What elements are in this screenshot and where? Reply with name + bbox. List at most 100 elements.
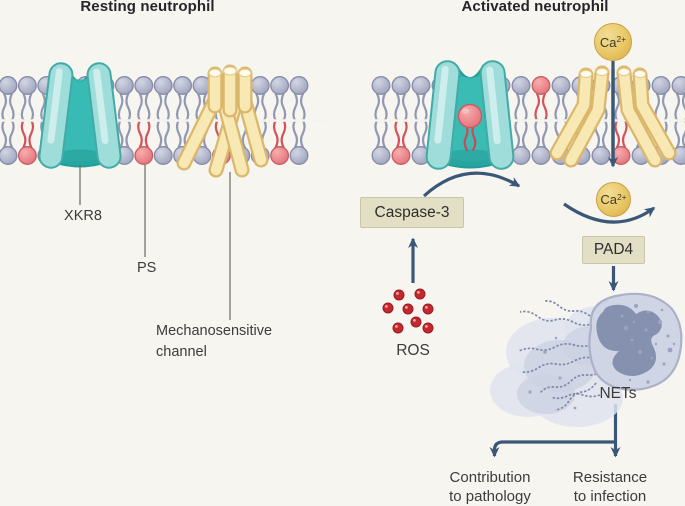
lipid-tail: [125, 118, 132, 149]
caspase-activation-arrow: [422, 171, 521, 198]
lipid-head: [250, 76, 270, 95]
ros-label: ROS: [396, 342, 430, 359]
lipid-tail: [374, 92, 381, 123]
granule-dot: [630, 338, 634, 342]
ros-molecules: [382, 288, 434, 334]
mechanosensitive-channel-open: [549, 65, 677, 168]
ps-lipid-tail: [401, 118, 408, 149]
granule-dot: [573, 406, 577, 410]
ps-lipid-head: [270, 146, 290, 165]
ros-dot: [422, 303, 434, 315]
ps-label: PS: [137, 260, 157, 276]
lipid-tail: [414, 92, 421, 123]
resistance-label: Resistance to infection: [548, 468, 672, 506]
contribution-line1: Contribution: [449, 469, 531, 486]
lipid-tail: [164, 118, 170, 149]
lipid-tail: [28, 92, 35, 123]
lipid-tail: [414, 118, 421, 149]
lipid-tail: [534, 118, 541, 149]
granule-dot: [543, 350, 547, 354]
granule-dot: [657, 319, 663, 325]
lipid-tail: [183, 118, 190, 149]
lipid-tail: [175, 118, 182, 149]
granule-dot: [646, 380, 650, 384]
lipid-tail: [521, 92, 528, 123]
nets-to-contribution-arrow: [489, 440, 616, 458]
lipid-tail: [8, 118, 15, 149]
lipid-tail: [292, 92, 299, 123]
granule-dot: [632, 320, 636, 324]
lipid-head: [153, 146, 173, 165]
ps-lipid-tail: [621, 118, 628, 149]
xkr8-label: XKR8: [64, 208, 102, 224]
lipid-head: [531, 146, 551, 165]
ps-lipid-tail: [534, 92, 541, 123]
pad4-box: PAD4: [582, 236, 645, 264]
lipid-head: [371, 76, 391, 95]
lipid-tail: [674, 92, 681, 123]
lipid-head: [114, 76, 134, 95]
lipid-head: [173, 76, 193, 95]
lipid-tail: [561, 92, 568, 123]
pad4-box-label: PAD4: [593, 241, 634, 258]
ros-dot: [392, 322, 404, 334]
lipid-tail: [1, 118, 8, 149]
lipid-head: [0, 146, 18, 165]
ros-dot: [422, 322, 434, 334]
net-cloud: [490, 306, 632, 427]
lipid-tail: [514, 118, 521, 149]
lipid-tail: [144, 92, 151, 123]
granule-dot: [660, 308, 664, 312]
granule-dot: [666, 334, 670, 338]
lipid-tail: [261, 92, 267, 123]
xkr8-channel-open: [425, 60, 515, 170]
lipid-tail: [601, 118, 608, 149]
granules: [528, 304, 676, 410]
lipid-head: [391, 76, 411, 95]
ps-lipid-tail: [394, 118, 401, 149]
caspase3-box: Caspase-3: [360, 197, 464, 228]
ps-lipid-head: [531, 76, 551, 95]
lipid-head: [270, 76, 290, 95]
granule-dot: [528, 390, 532, 394]
granule-dot: [634, 304, 638, 308]
caspase3-box-label: Caspase-3: [374, 203, 450, 221]
lipid-tail: [394, 92, 401, 123]
ros-dot: [410, 316, 422, 328]
lipid-tail: [421, 92, 428, 123]
lipid-tail: [20, 92, 27, 123]
mechanosensitive-channel-closed: [176, 64, 269, 178]
lipid-head: [0, 76, 18, 95]
ros-dot: [382, 302, 394, 314]
lipid-tail: [401, 92, 408, 123]
lipid-head: [511, 76, 531, 95]
calcium-to-pad4-arrow: [563, 202, 656, 224]
lipid-head: [671, 76, 685, 95]
granule-dot: [554, 336, 558, 340]
lipid-head: [411, 76, 431, 95]
right-panel-title: Activated neutrophil: [461, 0, 609, 15]
lipid-tail: [421, 118, 428, 149]
mechanosensitive-channel-label: Mechanosensitive channel: [156, 323, 273, 360]
lipid-tail: [280, 92, 287, 123]
lipid-tail: [40, 92, 46, 123]
lipid-head: [289, 76, 309, 95]
neutrophil-nucleus: [596, 304, 662, 376]
granule-dot: [644, 328, 648, 332]
lipid-tail: [381, 118, 388, 149]
lipid-tail: [137, 92, 143, 123]
lipid-tail: [514, 92, 521, 123]
lipid-tail: [661, 92, 668, 123]
lipid-tail: [195, 92, 202, 123]
ps-lipid-tail: [541, 92, 548, 123]
lipid-head: [511, 146, 531, 165]
resistance-line1: Resistance: [572, 469, 648, 486]
granule-dot: [667, 347, 673, 353]
ps-lipid-tail: [144, 118, 151, 149]
lipid-tail: [156, 92, 163, 123]
resistance-line2: to infection: [573, 488, 647, 505]
lipid-head: [591, 146, 611, 165]
granule-dot: [638, 350, 642, 354]
lipid-tail: [541, 118, 548, 149]
lipid-tail: [117, 92, 124, 123]
